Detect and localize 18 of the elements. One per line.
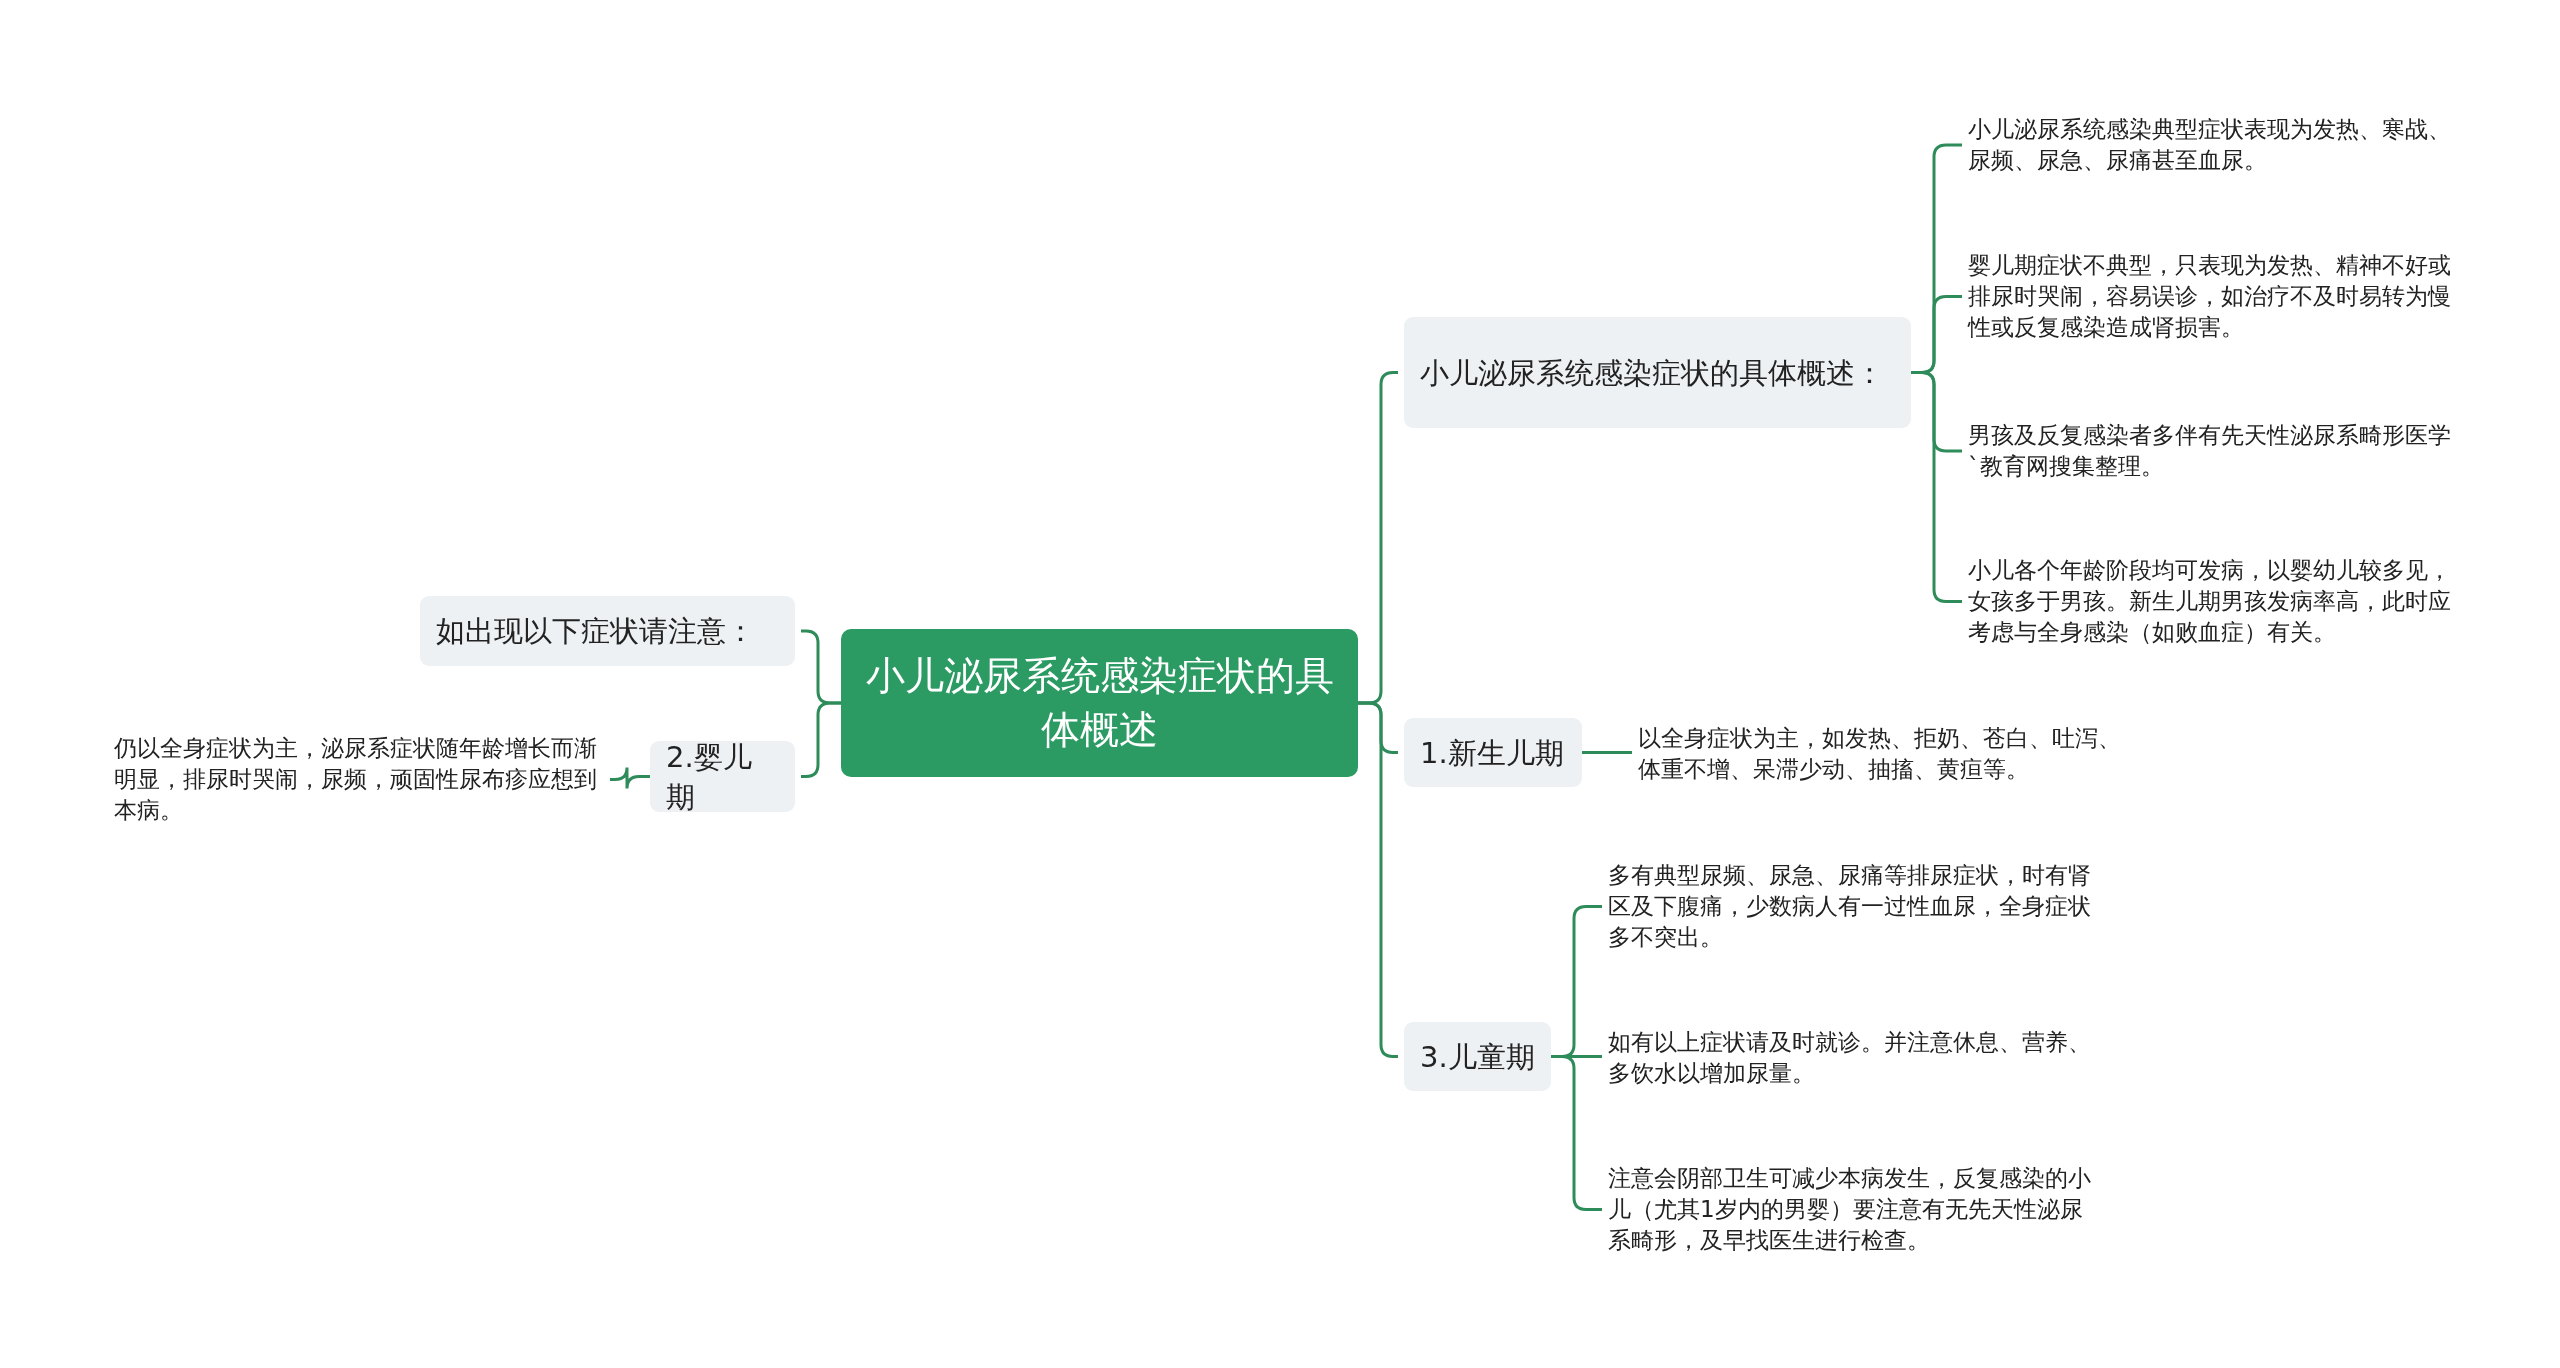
note-text: 注意会阴部卫生可减少本病发生，反复感染的小儿（尤其1岁内的男婴）要注意有无先天性泌尿系畸形，及早找医生进行检查。	[1608, 1161, 2098, 1258]
note-text: 小儿各个年龄阶段均可发病，以婴幼儿较多见，女孩多于男孩。新生儿期男孩发病率高，此时应考虑与全身感染（如败血症）有关。	[1968, 553, 2458, 650]
topic-box: 小儿泌尿系统感染症状的具体概述：	[1404, 317, 1911, 428]
note-text: 男孩及反复感染者多伴有先天性泌尿系畸形医学`教育网搜集整理。	[1968, 418, 2458, 484]
note-text: 以全身症状为主，如发热、拒奶、苍白、吐泻、体重不增、呆滞少动、抽搐、黄疸等。	[1638, 721, 2128, 787]
note-text: 多有典型尿频、尿急、尿痛等排尿症状，时有肾区及下腹痛，少数病人有一过性血尿，全身症状多不突出。	[1608, 858, 2098, 955]
central-topic: 小儿泌尿系统感染症状的具体概述	[841, 629, 1358, 777]
connector-line	[801, 701, 841, 778]
topic-box: 如出现以下症状请注意：	[420, 596, 795, 666]
connector-line	[1582, 751, 1632, 754]
note-text: 小儿泌尿系统感染典型症状表现为发热、寒战、尿频、尿急、尿痛甚至血尿。	[1968, 112, 2458, 178]
note-text: 如有以上症状请及时就诊。并注意休息、营养、多饮水以增加尿量。	[1608, 1025, 2098, 1091]
connector-line	[610, 766, 650, 790]
topic-box: 2.婴儿期	[650, 741, 795, 812]
note-text: 仍以全身症状为主，泌尿系症状随年龄增长而渐明显，排尿时哭闹，尿频，顽固性尿布疹应想到本病。	[114, 731, 604, 828]
note-text: 婴儿期症状不典型，只表现为发热、精神不好或排尿时哭闹，容易误诊，如治疗不及时易转为慢性或反复感染造成肾损害。	[1968, 248, 2458, 345]
topic-box: 1.新生儿期	[1404, 718, 1582, 787]
topic-box: 3.儿童期	[1404, 1022, 1551, 1091]
